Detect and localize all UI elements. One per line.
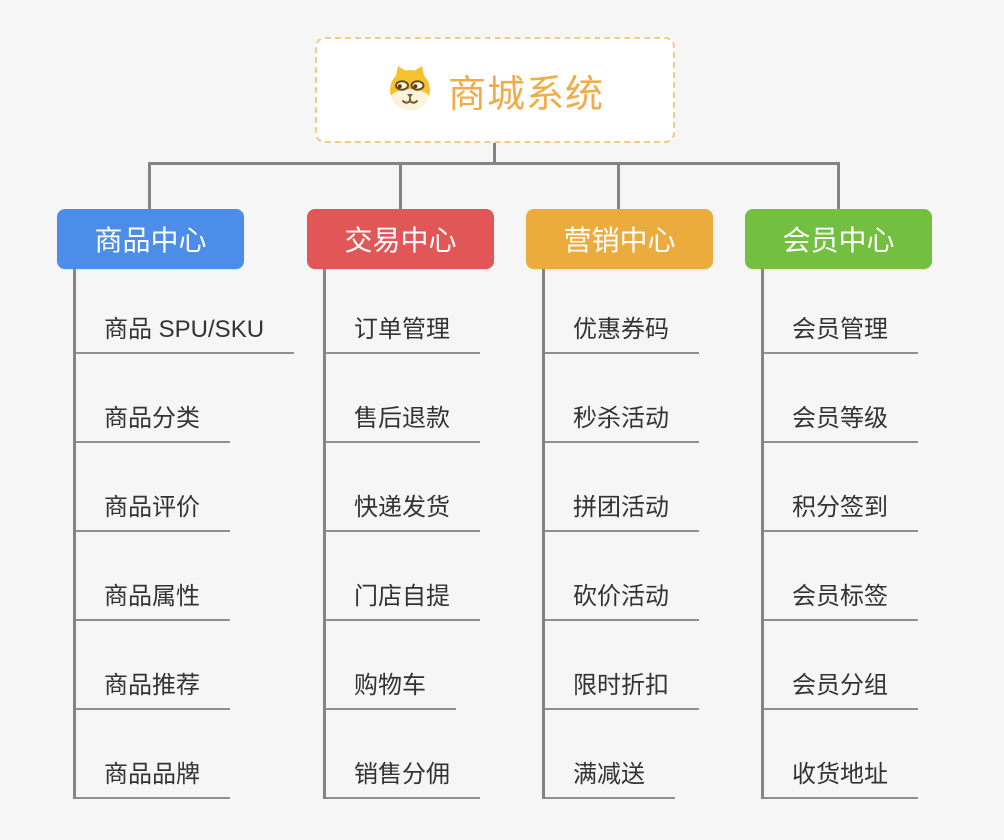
shiba-dog-icon [386, 64, 434, 117]
branch-items-member-center: 会员管理 会员等级 积分签到 会员标签 会员分组 收货地址 [761, 269, 918, 799]
leaf-node[interactable]: 快递发货 [326, 493, 480, 532]
leaf-node[interactable]: 积分签到 [764, 493, 918, 532]
leaf-node[interactable]: 拼团活动 [545, 493, 699, 532]
leaf-node[interactable]: 砍价活动 [545, 582, 699, 621]
branch-node-trade-center[interactable]: 交易中心 [307, 209, 494, 269]
leaf-node[interactable]: 商品 SPU/SKU [76, 315, 295, 354]
branch-items-marketing-center: 优惠券码 秒杀活动 拼团活动 砍价活动 限时折扣 满减送 [542, 269, 699, 799]
leaf-node[interactable]: 会员标签 [764, 582, 918, 621]
branch-node-product-center[interactable]: 商品中心 [57, 209, 244, 269]
leaf-node[interactable]: 商品推荐 [76, 671, 230, 710]
leaf-node[interactable]: 销售分佣 [326, 760, 480, 799]
connector-drop-4 [837, 164, 840, 209]
connector-horizontal [148, 162, 840, 165]
leaf-node[interactable]: 会员等级 [764, 404, 918, 443]
leaf-node[interactable]: 售后退款 [326, 404, 480, 443]
leaf-node[interactable]: 购物车 [326, 671, 456, 710]
connector-drop-3 [617, 164, 620, 209]
leaf-node[interactable]: 秒杀活动 [545, 404, 699, 443]
leaf-node[interactable]: 满减送 [545, 760, 675, 799]
leaf-node[interactable]: 优惠券码 [545, 315, 699, 354]
leaf-node[interactable]: 订单管理 [326, 315, 480, 354]
connector-drop-1 [148, 164, 151, 209]
leaf-node[interactable]: 商品品牌 [76, 760, 230, 799]
connector-root-drop [493, 143, 496, 164]
leaf-node[interactable]: 商品属性 [76, 582, 230, 621]
branch-node-marketing-center[interactable]: 营销中心 [526, 209, 713, 269]
leaf-node[interactable]: 商品分类 [76, 404, 230, 443]
root-title: 商城系统 [447, 73, 604, 116]
branch-node-member-center[interactable]: 会员中心 [745, 209, 932, 269]
leaf-node[interactable]: 会员管理 [764, 315, 918, 354]
leaf-node[interactable]: 收货地址 [764, 760, 918, 799]
branch-items-trade-center: 订单管理 售后退款 快递发货 门店自提 购物车 销售分佣 [323, 269, 480, 799]
root-node[interactable]: 商城系统 [315, 37, 675, 143]
connector-drop-2 [399, 164, 402, 209]
leaf-node[interactable]: 会员分组 [764, 671, 918, 710]
leaf-node[interactable]: 商品评价 [76, 493, 230, 532]
leaf-node[interactable]: 限时折扣 [545, 671, 699, 710]
leaf-node[interactable]: 门店自提 [326, 582, 480, 621]
branch-items-product-center: 商品 SPU/SKU 商品分类 商品评价 商品属性 商品推荐 商品品牌 [73, 269, 295, 799]
